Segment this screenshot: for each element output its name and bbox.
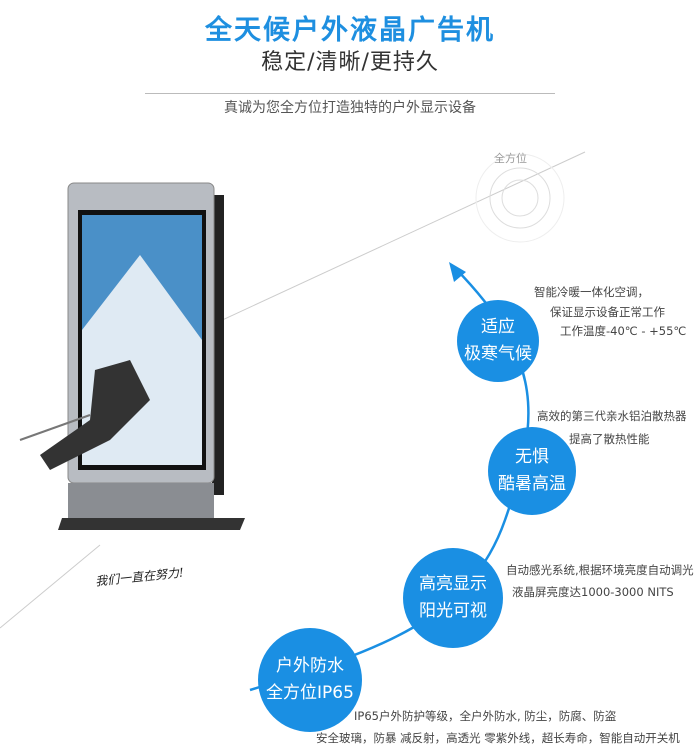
feature-note: 液晶屏亮度达1000-3000 NITS xyxy=(512,585,674,599)
divider xyxy=(145,93,555,94)
arrow-head-icon xyxy=(449,262,466,282)
kiosk-illustration xyxy=(19,182,245,530)
page-subtitle: 稳定/清晰/更持久 xyxy=(261,50,439,75)
feature-note: 工作温度-40℃ - +55℃ xyxy=(560,324,687,338)
target-label: 全方位 xyxy=(494,152,527,165)
feature-circle-waterproof: 户外防水全方位IP65 xyxy=(258,628,362,732)
feature-title: 阳光可视 xyxy=(419,601,487,621)
feature-note: IP65户外防护等级，全户外防水, 防尘，防腐、防盗 xyxy=(354,709,617,723)
feature-note: 自动感光系统,根据环境亮度自动调光 xyxy=(506,563,694,577)
feature-circle-cold: 适应极寒气候 xyxy=(457,300,539,382)
feature-title: 极寒气候 xyxy=(464,344,532,364)
target-icon xyxy=(475,153,565,243)
feature-note: 提高了散热性能 xyxy=(569,432,650,446)
feature-note: 保证显示设备正常工作 xyxy=(550,305,665,319)
feature-note: 安全玻璃，防暴 减反射，高透光 零紫外线，超长寿命，智能自动开关机 xyxy=(316,731,680,745)
feature-title: 适应 xyxy=(481,317,515,337)
feature-note: 智能冷暖一体化空调， xyxy=(534,285,649,299)
feature-circle-brightness: 高亮显示阳光可视 xyxy=(403,548,503,648)
feature-title: 户外防水 xyxy=(276,656,344,676)
page-title: 全天候户外液晶广告机 xyxy=(205,15,495,46)
feature-title: 高亮显示 xyxy=(419,574,487,594)
tagline: 真诚为您全方位打造独特的户外显示设备 xyxy=(224,100,476,116)
diagonal-line xyxy=(189,151,586,336)
feature-title: 酷暑高温 xyxy=(498,474,566,494)
feature-title: 全方位IP65 xyxy=(266,683,354,703)
feature-note: 高效的第三代亲水铝泊散热器 xyxy=(537,409,687,423)
feature-circle-heat: 无惧酷暑高温 xyxy=(488,427,576,515)
feature-title: 无惧 xyxy=(515,447,549,467)
diagonal-line xyxy=(0,544,101,629)
